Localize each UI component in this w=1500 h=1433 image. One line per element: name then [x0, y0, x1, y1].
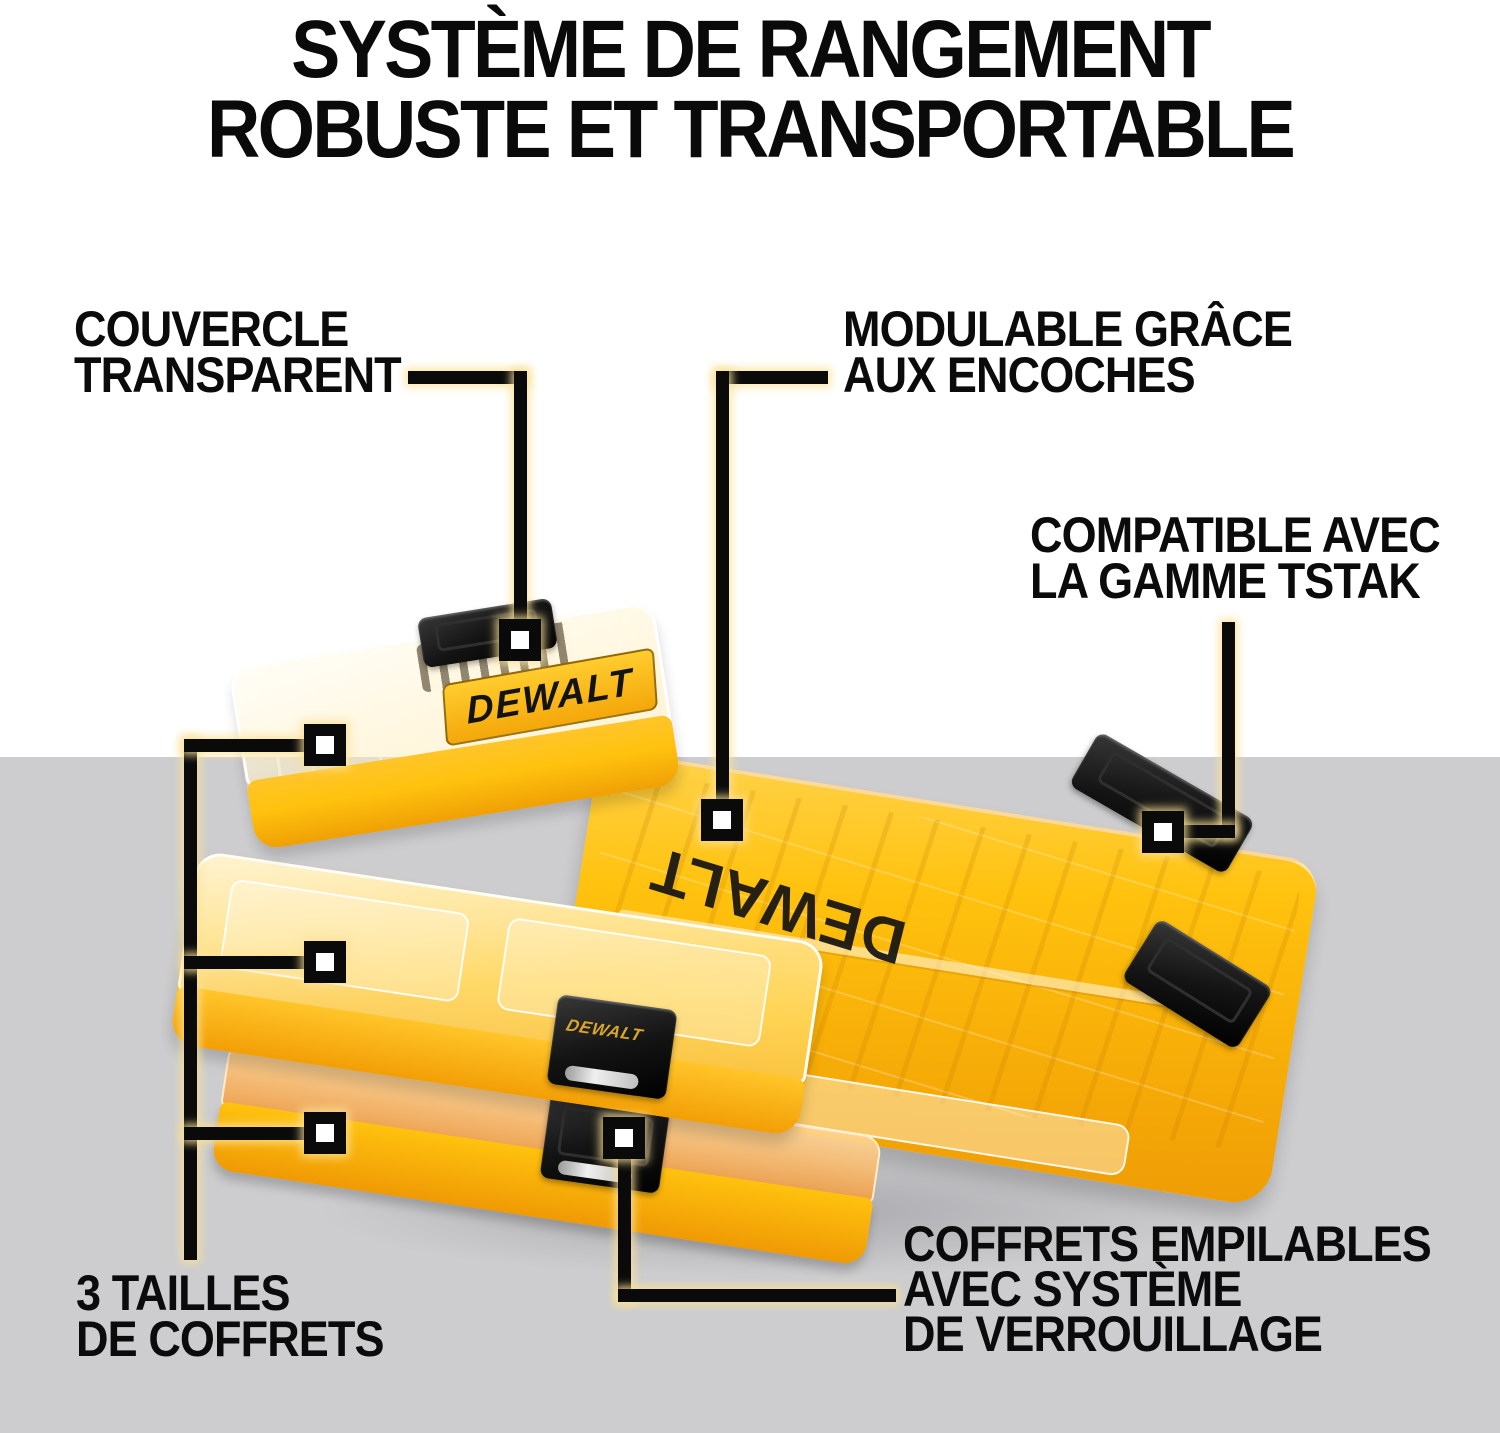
marker-empilables	[603, 1117, 645, 1159]
callout-tailles: 3 TAILLES DE COFFRETS	[76, 1265, 385, 1367]
callout-empilables-line1: COFFRETS EMPILABLES	[903, 1216, 1432, 1272]
leader-tailles-branch-2	[184, 956, 309, 969]
marker-modulable	[701, 799, 743, 841]
latch-metal-bar	[563, 1065, 640, 1090]
middle-case-latch-logo: DEWALT	[563, 1015, 646, 1045]
callout-modulable-line1: MODULABLE GRÂCE	[843, 301, 1293, 357]
middle-case-front-latch: DEWALT	[546, 994, 678, 1100]
marker-tailles-large	[304, 1112, 346, 1154]
leader-modulable-vertical	[716, 371, 729, 803]
callout-empilables-line3: DE VERROUILLAGE	[903, 1306, 1323, 1362]
marker-couvercle	[499, 619, 541, 661]
callout-tstak: COMPATIBLE AVEC LA GAMME TSTAK	[1030, 507, 1441, 609]
title-line-1: SYSTÈME DE RANGEMENT	[291, 4, 1212, 95]
callout-tailles-line1: 3 TAILLES	[76, 1265, 290, 1321]
callout-empilables-line2: AVEC SYSTÈME	[903, 1261, 1242, 1317]
callout-empilables: COFFRETS EMPILABLES AVEC SYSTÈME DE VERR…	[903, 1216, 1432, 1362]
marker-tstak	[1142, 811, 1184, 853]
marker-tailles-medium	[304, 941, 346, 983]
marker-tailles-small	[304, 724, 346, 766]
leader-tailles-branch-1	[184, 739, 309, 752]
page-title: SYSTÈME DE RANGEMENT ROBUSTE ET TRANSPOR…	[75, 4, 1425, 175]
callout-modulable-line2: AUX ENCOCHES	[843, 347, 1196, 403]
callout-modulable: MODULABLE GRÂCE AUX ENCOCHES	[843, 301, 1293, 403]
leader-tailles-branch-3	[184, 1127, 309, 1140]
callout-couvercle-line2: TRANSPARENT	[74, 347, 402, 403]
callout-tailles-line2: DE COFFRETS	[76, 1311, 385, 1367]
leader-empilables-horizontal	[618, 1289, 896, 1302]
title-line-2: ROBUSTE ET TRANSPORTABLE	[207, 84, 1296, 175]
callout-tstak-line2: LA GAMME TSTAK	[1030, 553, 1421, 609]
leader-empilables-vertical	[618, 1150, 631, 1302]
leader-tstak-vertical	[1222, 622, 1235, 834]
leader-modulable-horizontal	[716, 371, 828, 384]
callout-couvercle: COUVERCLE TRANSPARENT	[74, 301, 402, 403]
callout-couvercle-line1: COUVERCLE	[74, 301, 349, 357]
leader-couvercle-horizontal	[408, 371, 527, 384]
leader-tailles-trunk	[184, 739, 197, 1260]
leader-couvercle-vertical	[514, 371, 527, 623]
callout-tstak-line1: COMPATIBLE AVEC	[1030, 507, 1441, 563]
